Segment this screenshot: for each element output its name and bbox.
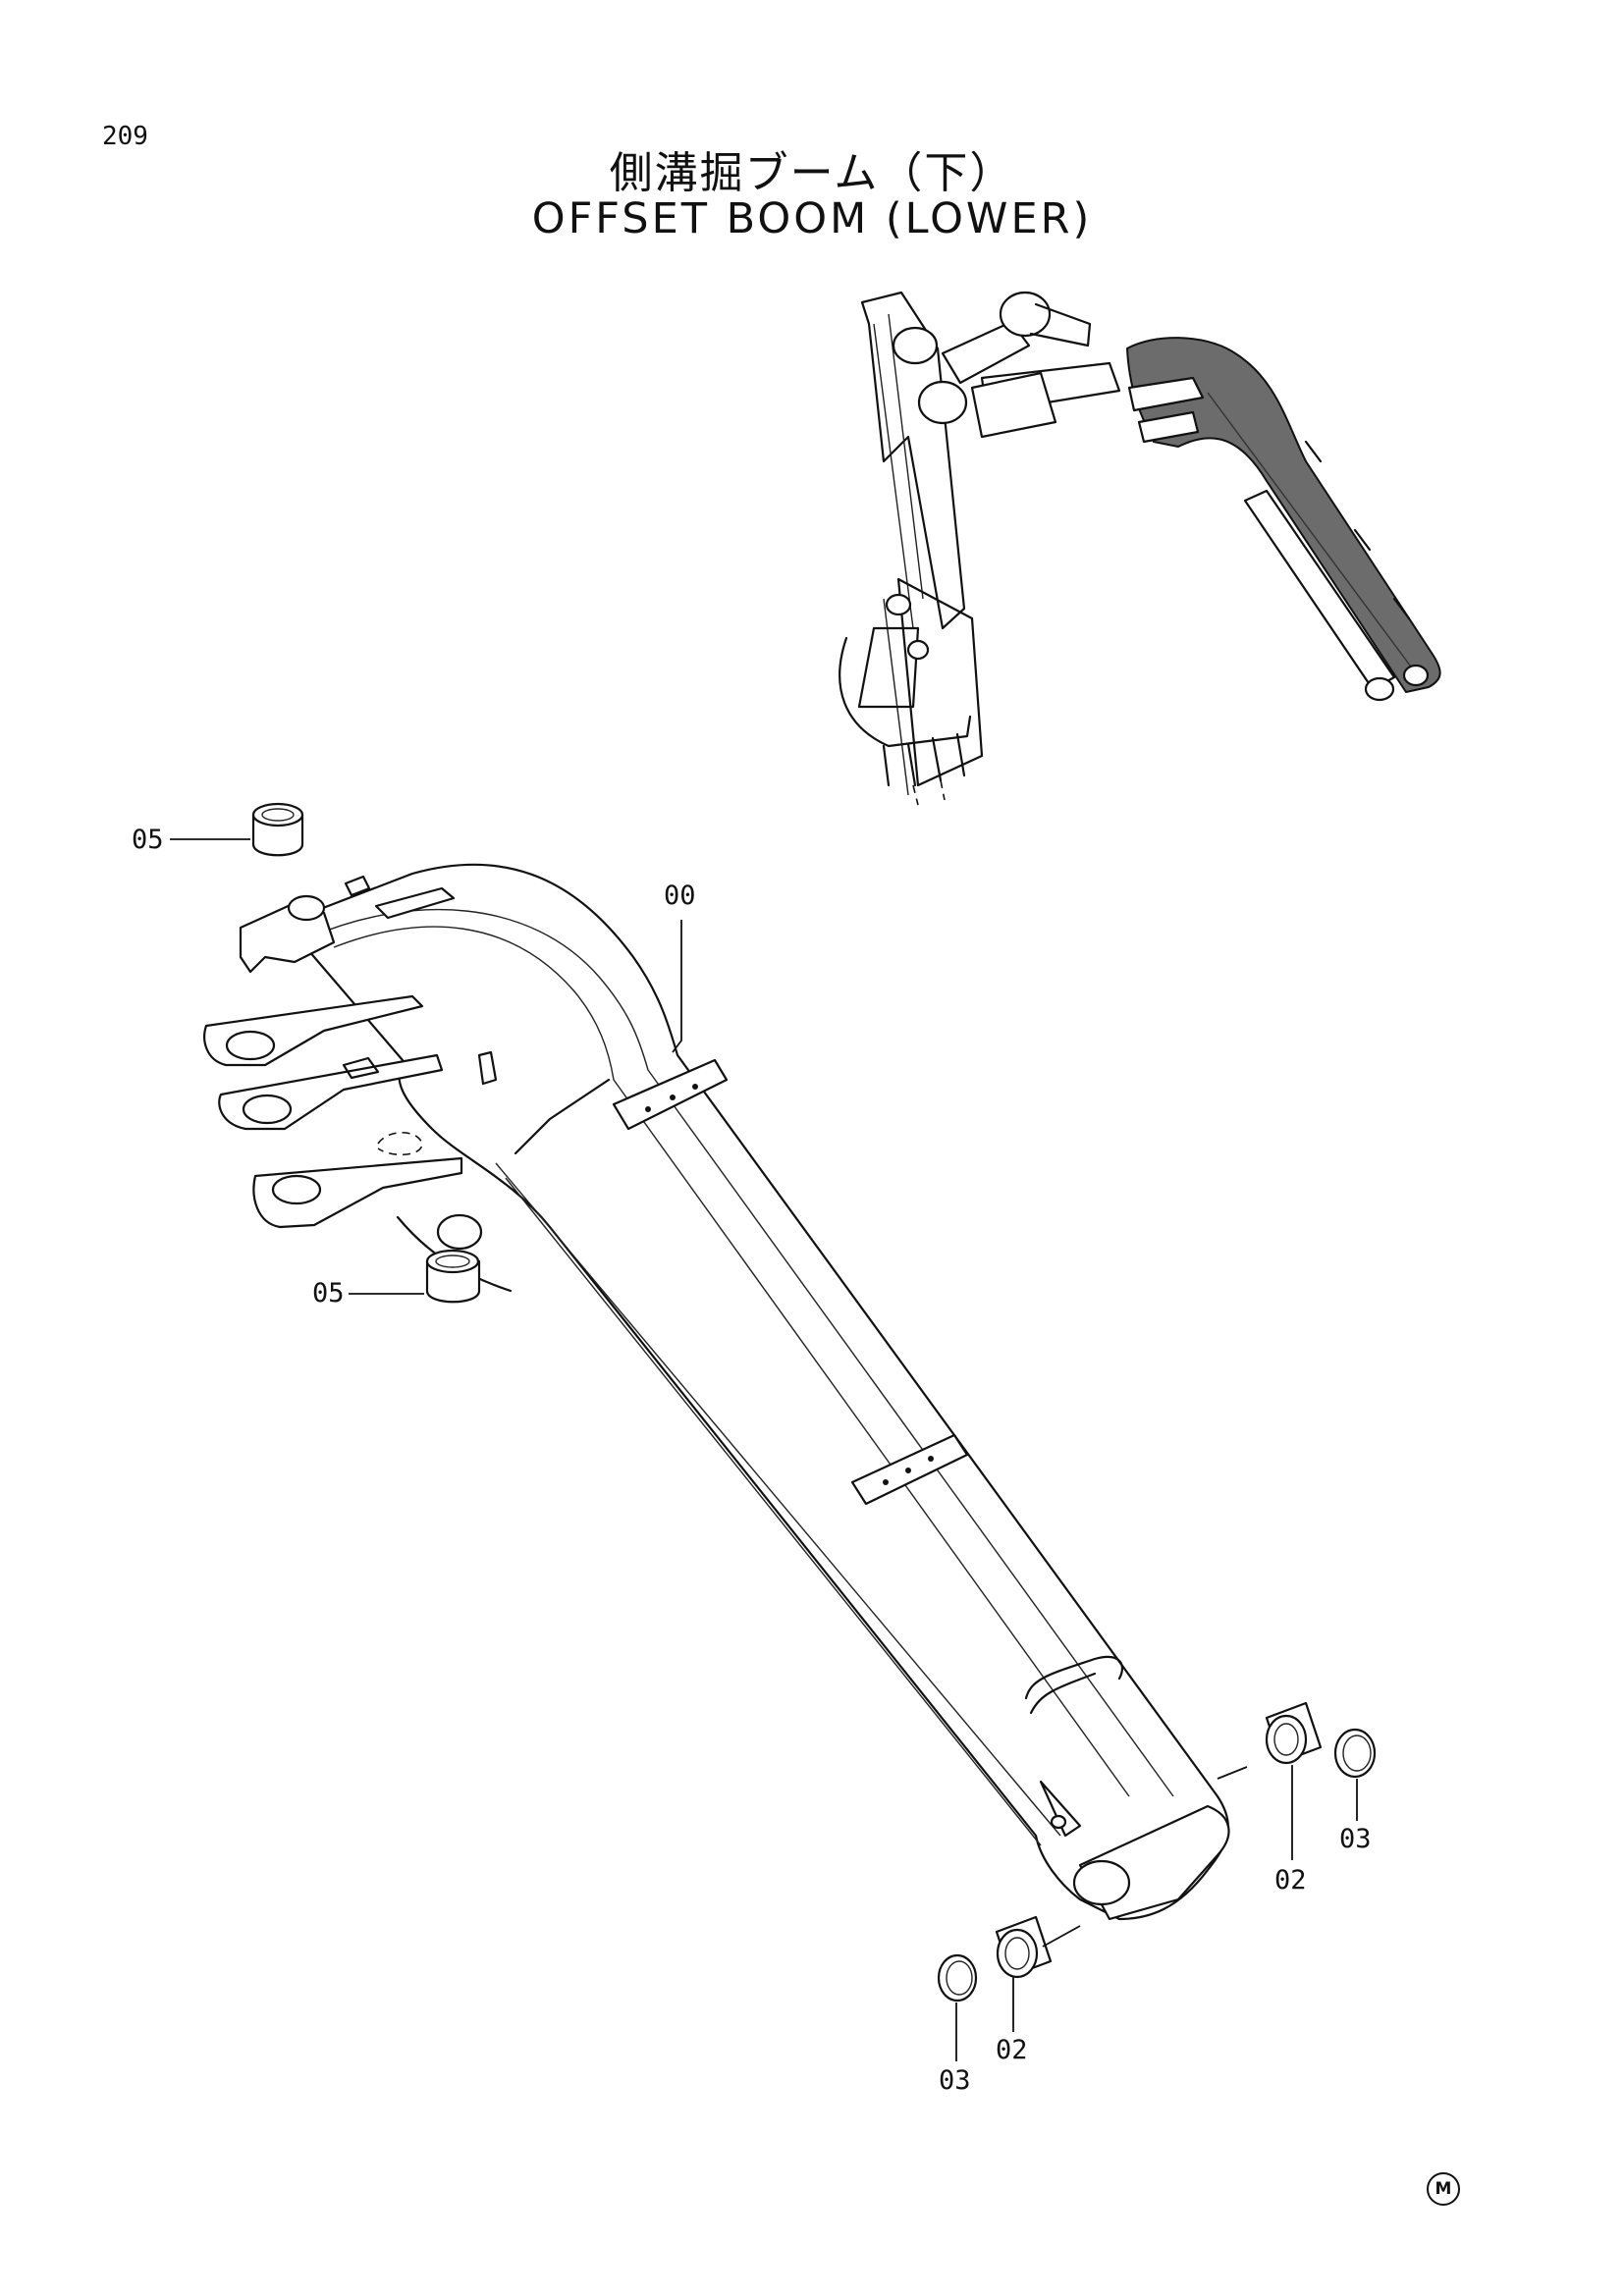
offset-boom-lower bbox=[203, 863, 1230, 1921]
page-title-english: OFFSET BOOM (LOWER) bbox=[531, 194, 1093, 243]
callout-05-lower: 05 bbox=[312, 1278, 345, 1308]
callout-03-right: 03 bbox=[1339, 1824, 1372, 1854]
leader-lines bbox=[170, 838, 1358, 2061]
circled-m-mark: M bbox=[1427, 2172, 1460, 2206]
callout-02-right: 02 bbox=[1274, 1865, 1307, 1896]
bushing-05-lower bbox=[425, 1249, 481, 1304]
page-number: 209 bbox=[102, 122, 148, 151]
bushing-02-right bbox=[1265, 1701, 1323, 1765]
attachment-overview-illustration bbox=[839, 291, 1441, 806]
callout-05-upper: 05 bbox=[132, 825, 164, 855]
bushing-02-left bbox=[995, 1915, 1053, 1979]
ring-03-left bbox=[937, 1953, 978, 2002]
ring-03-right bbox=[1333, 1728, 1377, 1779]
callout-03-left: 03 bbox=[939, 2065, 971, 2096]
page-title-japanese: 側溝掘ブーム（下） bbox=[609, 148, 1015, 198]
callout-02-left: 02 bbox=[996, 2035, 1028, 2065]
callout-00: 00 bbox=[664, 881, 696, 911]
bushing-05-upper bbox=[251, 802, 304, 857]
